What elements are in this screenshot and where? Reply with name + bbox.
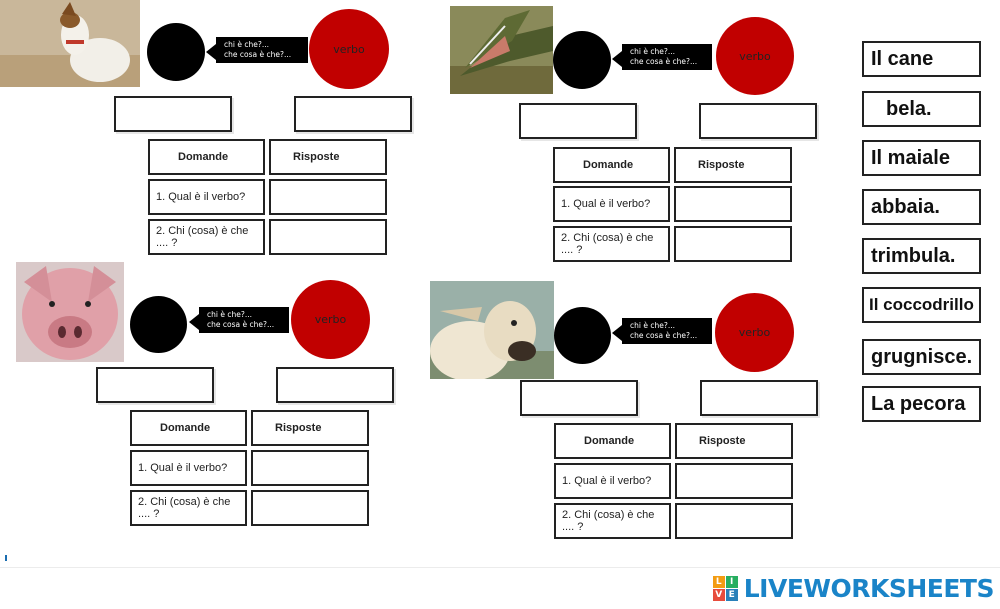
question-1: 1. Qual è il verbo? xyxy=(553,186,670,222)
verb-drop-box[interactable] xyxy=(294,96,412,132)
sheep-photo xyxy=(430,281,554,379)
question-callout: chi è che?...che cosa è che?... xyxy=(612,318,712,344)
crocodile-photo xyxy=(450,6,553,94)
brand-name: LIVEWORKSHEETS xyxy=(743,573,995,603)
header-risposte: Risposte xyxy=(675,423,793,459)
word-card-abbaia[interactable]: abbaia. xyxy=(862,189,981,225)
subject-circle xyxy=(553,31,611,89)
answer-2-input[interactable] xyxy=(269,219,387,255)
answer-2-input[interactable] xyxy=(674,226,792,262)
question-1: 1. Qual è il verbo? xyxy=(554,463,671,499)
verb-drop-box[interactable] xyxy=(276,367,394,403)
liveworksheets-brand: L I V E LIVEWORKSHEETS xyxy=(712,572,995,604)
subject-circle xyxy=(147,23,205,81)
footer-divider xyxy=(0,567,1000,568)
question-callout: chi è che?...che cosa è che?... xyxy=(189,307,289,333)
word-card-la-pecora[interactable]: La pecora xyxy=(862,386,981,422)
answer-1-input[interactable] xyxy=(674,186,792,222)
question-1: 1. Qual è il verbo? xyxy=(130,450,247,486)
answer-1-input[interactable] xyxy=(269,179,387,215)
word-card-bela[interactable]: bela. xyxy=(862,91,981,127)
header-domande: Domande xyxy=(553,147,670,183)
question-2: 2. Chi (cosa) è che .... ? xyxy=(554,503,671,539)
dog-photo xyxy=(0,0,140,87)
pig-photo xyxy=(16,262,124,362)
question-callout: chi è che?...che cosa è che?... xyxy=(612,44,712,70)
verb-circle: verbo xyxy=(309,9,389,89)
header-domande: Domande xyxy=(148,139,265,175)
verb-circle: verbo xyxy=(716,17,794,95)
verb-label: verbo xyxy=(739,49,771,63)
answer-1-input[interactable] xyxy=(675,463,793,499)
question-2: 2. Chi (cosa) è che .... ? xyxy=(553,226,670,262)
question-callout: chi è che?...che cosa è che?... xyxy=(206,37,308,63)
verb-label: verbo xyxy=(738,326,771,339)
question-2: 2. Chi (cosa) è che .... ? xyxy=(148,219,265,255)
word-card-il-cane[interactable]: Il cane xyxy=(862,41,981,77)
liveworksheets-logo-icon: L I V E xyxy=(712,575,738,601)
verb-circle: verbo xyxy=(291,280,370,359)
verb-label: verbo xyxy=(333,42,365,56)
page-marker xyxy=(5,555,7,561)
verb-drop-box[interactable] xyxy=(700,380,818,416)
header-domande: Domande xyxy=(130,410,247,446)
header-risposte: Risposte xyxy=(674,147,792,183)
subject-circle xyxy=(554,307,611,364)
word-card-il-coccodrillo[interactable]: Il coccodrillo xyxy=(862,287,981,323)
header-risposte: Risposte xyxy=(269,139,387,175)
question-2: 2. Chi (cosa) è che .... ? xyxy=(130,490,247,526)
verb-circle: verbo xyxy=(715,293,794,372)
header-domande: Domande xyxy=(554,423,671,459)
subject-drop-box[interactable] xyxy=(520,380,638,416)
word-card-il-maiale[interactable]: Il maiale xyxy=(862,140,981,176)
subject-circle xyxy=(130,296,187,353)
subject-drop-box[interactable] xyxy=(519,103,637,139)
header-risposte: Risposte xyxy=(251,410,369,446)
answer-2-input[interactable] xyxy=(251,490,369,526)
verb-drop-box[interactable] xyxy=(699,103,817,139)
answer-2-input[interactable] xyxy=(675,503,793,539)
answer-1-input[interactable] xyxy=(251,450,369,486)
question-1: 1. Qual è il verbo? xyxy=(148,179,265,215)
verb-label: verbo xyxy=(314,313,347,326)
word-card-grugnisce[interactable]: grugnisce. xyxy=(862,339,981,375)
subject-drop-box[interactable] xyxy=(114,96,232,132)
subject-drop-box[interactable] xyxy=(96,367,214,403)
word-card-trimbula[interactable]: trimbula. xyxy=(862,238,981,274)
